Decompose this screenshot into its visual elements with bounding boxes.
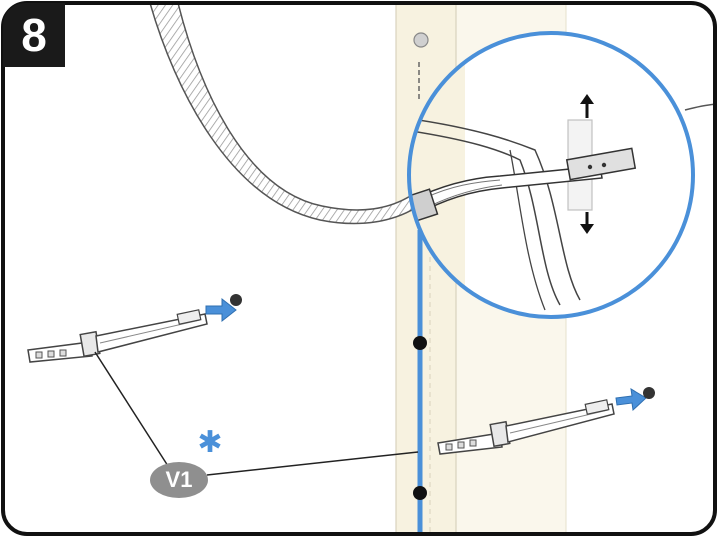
step-number-badge: 8 — [3, 3, 65, 67]
cable-tie-left — [27, 309, 208, 363]
part-label-v1: V1 — [150, 462, 208, 498]
fastener-head — [230, 294, 242, 306]
arrow-right-icon — [615, 388, 647, 412]
arrow-right-icon — [205, 297, 237, 323]
fastener-head — [643, 387, 655, 399]
arrow-up-icon — [580, 94, 594, 118]
cable-tie-right — [437, 399, 615, 455]
screw-hole — [413, 32, 429, 48]
leader-line — [94, 351, 169, 467]
leader-line — [206, 451, 419, 476]
hatched-cable — [149, 3, 421, 225]
arrow-down-icon — [580, 212, 594, 234]
anchor-point — [413, 336, 427, 350]
anchor-point — [413, 486, 427, 500]
asterisk-icon: ✱ — [197, 425, 223, 460]
